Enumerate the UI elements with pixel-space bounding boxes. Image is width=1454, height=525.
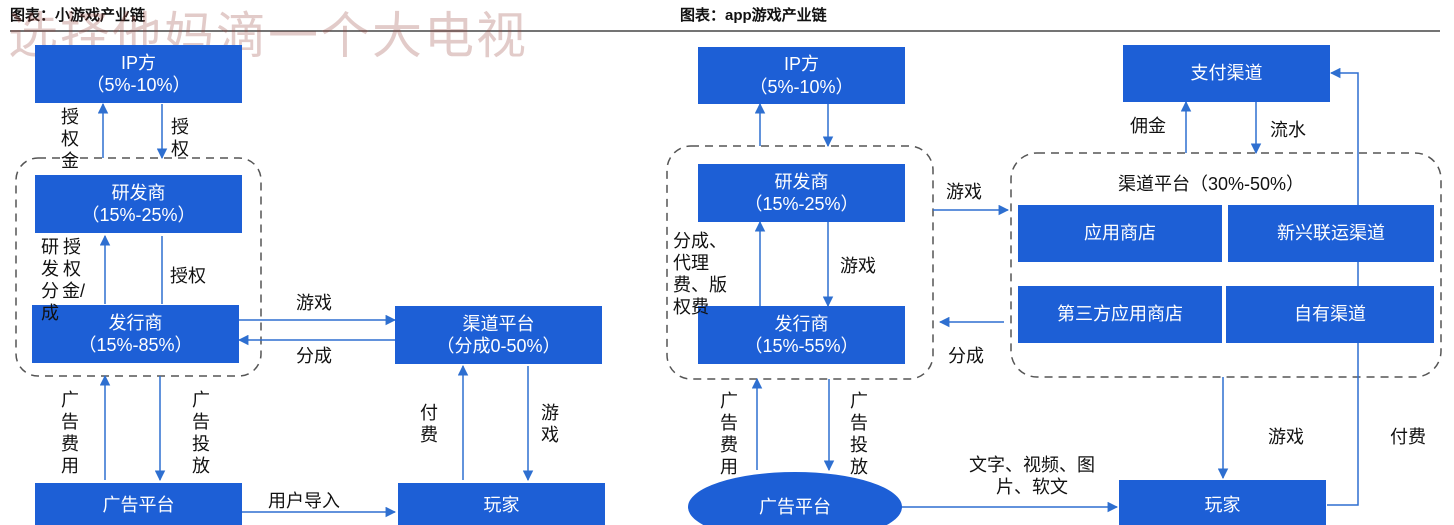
channel-third-party-store: 第三方应用商店 — [1018, 286, 1222, 343]
left-ip-share: （5%-10%） — [86, 75, 191, 95]
left-player-box: 玩家 — [398, 483, 605, 525]
right-ip-title: IP方 — [783, 54, 819, 74]
left-player-title: 玩家 — [483, 494, 520, 515]
channel-app-store-label: 应用商店 — [1084, 223, 1156, 244]
left-label-devshare-col2: 授权金/ — [62, 237, 86, 301]
payment-box: 支付渠道 — [1123, 45, 1330, 102]
right-label-revenue-share: 分成 — [948, 346, 984, 366]
right-ad-platform-title: 广告平台 — [759, 496, 831, 517]
left-label-game-down: 游戏 — [541, 403, 559, 445]
left-developer-share: （15%-25%） — [81, 205, 196, 225]
left-ip-box: IP方 （5%-10%） — [35, 45, 242, 103]
channel-group-frame — [1010, 152, 1442, 378]
right-label-share-fees: 分成、代理费、版权费 — [673, 231, 727, 317]
right-developer-title: 研发商 — [774, 171, 829, 192]
left-label-license-mid: 授权 — [170, 266, 206, 286]
payment-title: 支付渠道 — [1190, 63, 1263, 84]
right-label-game-to-channel: 游戏 — [946, 182, 982, 202]
left-dev-pub-group-frame — [15, 157, 262, 377]
left-channel-share: （分成0-50%） — [436, 336, 561, 356]
left-publisher-share: （15%-85%） — [78, 335, 193, 355]
right-label-game-dev-pub: 游戏 — [840, 256, 876, 276]
channel-third-party-store-label: 第三方应用商店 — [1057, 304, 1183, 325]
left-label-ad-place: 广告投放 — [192, 390, 210, 476]
channel-app-store: 应用商店 — [1018, 205, 1222, 262]
left-developer-box: 研发商 （15%-25%） — [35, 175, 242, 233]
left-ad-platform-box: 广告平台 — [35, 483, 242, 525]
right-ip-box: IP方 （5%-10%） — [698, 47, 905, 104]
right-label-content: 文字、视频、图片、软文 — [969, 455, 1095, 497]
left-publisher-box: 发行商 （15%-85%） — [32, 305, 239, 363]
left-channel-title: 渠道平台 — [462, 313, 535, 334]
channel-joint-operation-label: 新兴联运渠道 — [1277, 223, 1385, 244]
right-publisher-title: 发行商 — [774, 313, 829, 334]
right-label-flow: 流水 — [1270, 120, 1306, 140]
right-publisher-share: （15%-55%） — [744, 336, 859, 356]
right-label-pay: 付费 — [1390, 427, 1426, 447]
left-label-user-import: 用户导入 — [268, 491, 340, 511]
left-label-devshare-col1: 研发分成 — [41, 237, 59, 323]
left-figure-title: 图表：小游戏产业链 — [10, 7, 146, 24]
left-developer-title: 研发商 — [111, 182, 166, 203]
left-label-game: 游戏 — [296, 293, 332, 313]
right-label-ad-fee: 广告费用 — [720, 391, 738, 477]
right-figure-title: 图表：app游戏产业链 — [680, 7, 827, 24]
left-channel-box: 渠道平台 （分成0-50%） — [395, 306, 602, 364]
right-ip-share: （5%-10%） — [749, 76, 854, 97]
left-label-pay: 付费 — [420, 403, 438, 445]
left-label-license-fee: 授权金 — [61, 107, 79, 171]
right-publisher-box: 发行商 （15%-55%） — [698, 306, 905, 364]
right-ad-platform-ellipse: 广告平台 — [688, 472, 902, 525]
right-developer-box: 研发商 （15%-25%） — [698, 164, 905, 222]
left-label-license-down: 授权 — [171, 117, 189, 159]
channel-own: 自有渠道 — [1226, 286, 1434, 343]
left-ip-title: IP方 — [120, 52, 156, 73]
right-label-game-to-player: 游戏 — [1268, 427, 1304, 447]
left-ad-platform-title: 广告平台 — [102, 494, 175, 515]
right-player-box: 玩家 — [1119, 480, 1326, 525]
left-publisher-title: 发行商 — [108, 312, 163, 333]
channel-group-title: 渠道平台（30%-50%） — [1118, 174, 1305, 194]
left-label-revenue-share: 分成 — [296, 346, 332, 366]
channel-joint-operation: 新兴联运渠道 — [1228, 205, 1434, 262]
right-label-commission: 佣金 — [1130, 116, 1166, 136]
right-player-title: 玩家 — [1204, 494, 1241, 515]
channel-own-label: 自有渠道 — [1294, 304, 1366, 325]
right-developer-share: （15%-25%） — [744, 194, 859, 214]
right-label-ad-place: 广告投放 — [850, 391, 868, 477]
left-label-ad-fee: 广告费用 — [61, 390, 79, 476]
